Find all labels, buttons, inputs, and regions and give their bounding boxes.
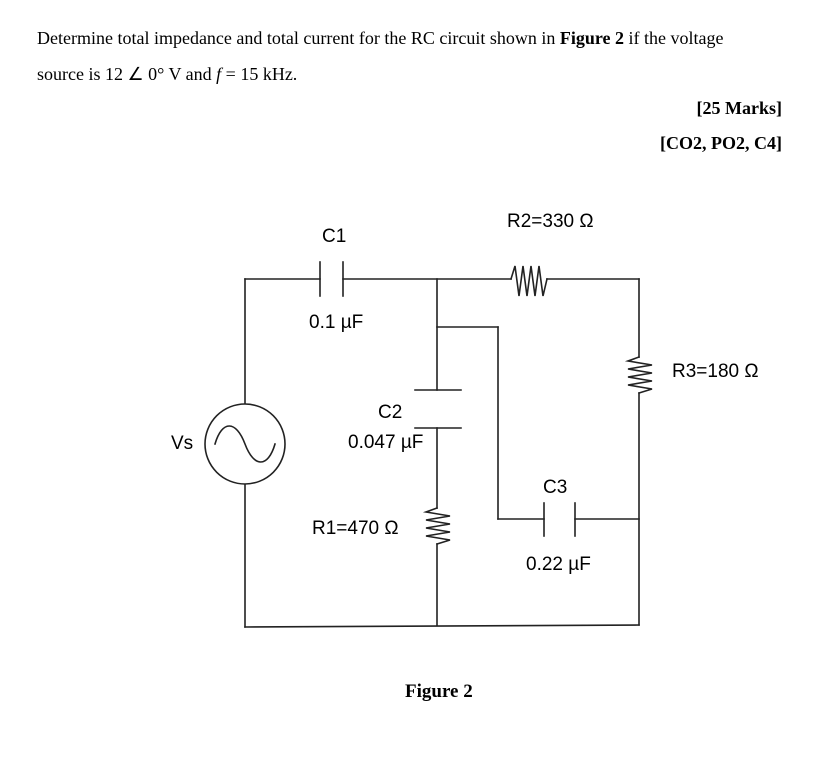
- voltage-source: [204, 403, 286, 485]
- figure-caption: Figure 2: [405, 681, 473, 702]
- vs-label: Vs: [171, 433, 194, 454]
- marks-label: [25 Marks]: [696, 98, 782, 118]
- question-text: Determine total impedance and total curr…: [37, 28, 560, 48]
- r1-resistor: [422, 506, 451, 545]
- question-line-2: source is 12 ∠ 0° V and f = 15 kHz.: [37, 64, 297, 85]
- r3-resistor: [624, 355, 653, 394]
- figure-reference: Figure 2: [559, 28, 625, 48]
- c1-value: 0.1 µF: [309, 312, 364, 333]
- r1-label: R1=470 Ω: [312, 518, 399, 539]
- question-text: source is 12 ∠ 0° V and: [37, 64, 217, 84]
- ac-sine-icon: [214, 425, 276, 463]
- c1-name: C1: [322, 226, 347, 247]
- r3-label: R3=180 Ω: [672, 361, 759, 382]
- question-text: if the voltage: [624, 28, 724, 48]
- r2-label: R2=330 Ω: [507, 211, 594, 232]
- wire-bottom: [244, 624, 640, 628]
- c2-name: C2: [378, 402, 403, 423]
- c3-name: C3: [543, 477, 568, 498]
- question-text: = 15 kHz.: [221, 64, 298, 84]
- c2-value: 0.047 µF: [348, 432, 424, 453]
- c3-value: 0.22 µF: [526, 554, 591, 575]
- outcome-label: [CO2, PO2, C4]: [660, 133, 782, 153]
- question-line-1: Determine total impedance and total curr…: [37, 28, 723, 49]
- frequency-symbol: f: [216, 64, 222, 84]
- r2-resistor: [510, 265, 548, 297]
